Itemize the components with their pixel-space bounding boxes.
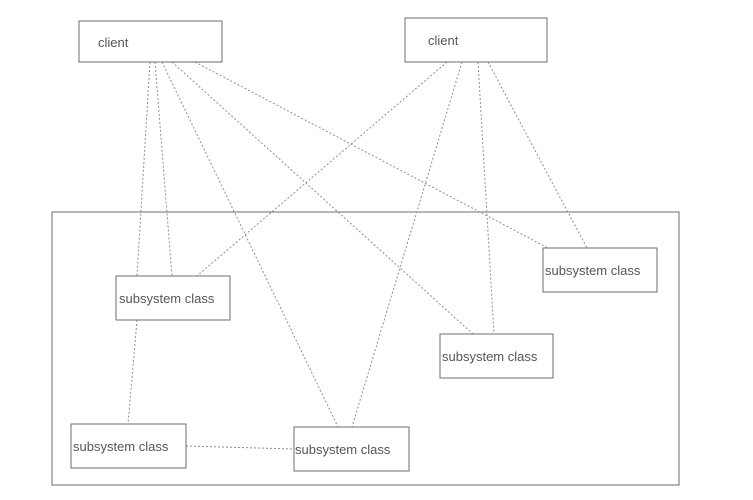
client-label: client xyxy=(428,33,459,48)
connector-client1-sub1a xyxy=(136,61,151,277)
subsystem-class-label: subsystem class xyxy=(73,439,169,454)
connector-client2-sub3 xyxy=(477,61,495,335)
subsystem-class-box[interactable]: subsystem class xyxy=(115,275,231,321)
subsystem-class-box[interactable]: subsystem class xyxy=(293,426,410,472)
client-label: client xyxy=(98,35,129,50)
subsystem-class-label: subsystem class xyxy=(295,442,391,457)
client-box[interactable]: client xyxy=(78,20,223,63)
connector-client2-sub1 xyxy=(196,61,448,277)
subsystem-container xyxy=(51,211,680,486)
connector-sub1-sub4 xyxy=(127,319,138,425)
connector-client2-sub5 xyxy=(351,61,463,428)
connector-sub4-sub5 xyxy=(185,445,295,450)
subsystem-class-box[interactable]: subsystem class xyxy=(439,333,554,379)
connector-client1-sub5 xyxy=(161,61,339,428)
subsystem-class-label: subsystem class xyxy=(442,349,538,364)
subsystem-class-box[interactable]: subsystem class xyxy=(542,247,658,293)
connector-client1-sub1b xyxy=(154,61,173,277)
subsystem-class-box[interactable]: subsystem class xyxy=(70,423,187,469)
connections xyxy=(127,61,588,450)
subsystem-class-label: subsystem class xyxy=(545,263,641,278)
client-box[interactable]: client xyxy=(404,17,548,63)
connector-client2-sub2 xyxy=(487,61,588,249)
subsystem-class-label: subsystem class xyxy=(119,291,215,306)
connector-client1-sub2 xyxy=(194,61,549,249)
